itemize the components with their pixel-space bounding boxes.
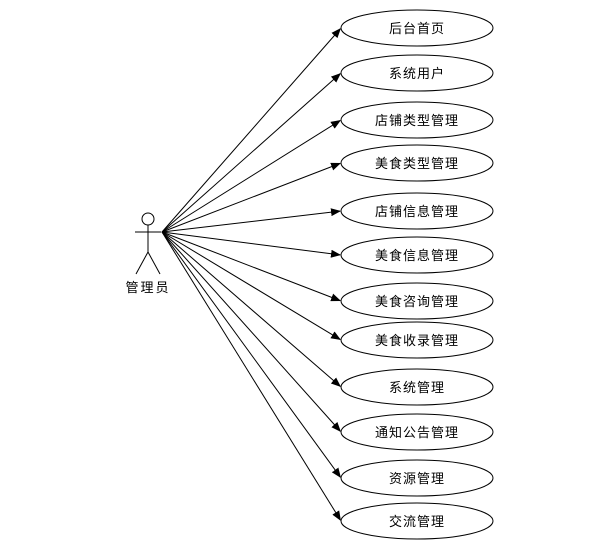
use-case-ellipse — [340, 459, 494, 497]
use-case-ellipse — [340, 9, 494, 47]
use-case-ellipse — [340, 368, 494, 406]
use-case-label: 系统管理 — [389, 381, 445, 396]
use-case-label: 系统用户 — [389, 66, 445, 82]
association-line — [161, 231, 342, 302]
use-case-label: 店铺类型管理 — [375, 114, 459, 129]
association-line — [161, 231, 342, 521]
use-case-ellipse — [340, 502, 494, 540]
association-lines — [161, 28, 342, 521]
use-case: 美食收录管理 — [340, 321, 494, 359]
use-case-label: 美食咨询管理 — [375, 294, 459, 310]
use-case: 店铺信息管理 — [340, 192, 494, 230]
association-line — [161, 231, 341, 388]
use-case-ellipse — [340, 236, 494, 274]
use-case-ellipse — [340, 54, 494, 92]
actor-label: 管理员 — [125, 281, 170, 296]
use-case-ellipse — [340, 144, 494, 182]
use-case-ellipse — [340, 192, 494, 230]
association-line — [161, 231, 341, 258]
use-case-label: 美食收录管理 — [375, 333, 459, 349]
use-case: 通知公告管理 — [340, 413, 494, 451]
association-line — [161, 162, 342, 233]
actor-right-leg — [147, 251, 161, 275]
actor-admin: 管理员 — [125, 212, 170, 296]
use-case: 美食咨询管理 — [340, 282, 494, 320]
use-case-label: 美食类型管理 — [375, 156, 459, 172]
use-case-label: 店铺信息管理 — [375, 204, 459, 220]
use-case-ellipse — [340, 282, 494, 320]
association-line — [161, 231, 341, 341]
use-case: 后台首页 — [340, 9, 494, 47]
use-case: 资源管理 — [340, 459, 494, 497]
actor-left-leg — [135, 251, 149, 275]
association-line — [161, 231, 342, 432]
association-line — [161, 73, 341, 233]
use-case: 美食类型管理 — [340, 144, 494, 182]
association-line — [161, 231, 341, 479]
association-line — [161, 208, 341, 233]
use-case: 系统管理 — [340, 368, 494, 406]
use-case: 系统用户 — [340, 54, 494, 92]
use-case-ellipse — [340, 101, 494, 139]
use-case: 美食信息管理 — [340, 236, 494, 274]
use-case: 店铺类型管理 — [340, 101, 494, 139]
use-case-ellipse — [340, 321, 494, 359]
association-line — [161, 120, 342, 233]
use-case-label: 资源管理 — [389, 472, 445, 487]
use-case-label: 美食信息管理 — [375, 248, 459, 264]
use-case-ellipse — [340, 413, 494, 451]
use-case-label: 交流管理 — [389, 514, 445, 530]
association-line — [161, 28, 342, 233]
use-case-label: 通知公告管理 — [375, 425, 459, 441]
use-cases: 后台首页系统用户店铺类型管理美食类型管理店铺信息管理美食信息管理美食咨询管理美食… — [340, 9, 494, 540]
use-case: 交流管理 — [340, 502, 494, 540]
use-case-label: 后台首页 — [389, 22, 445, 37]
actor-head — [141, 212, 155, 226]
